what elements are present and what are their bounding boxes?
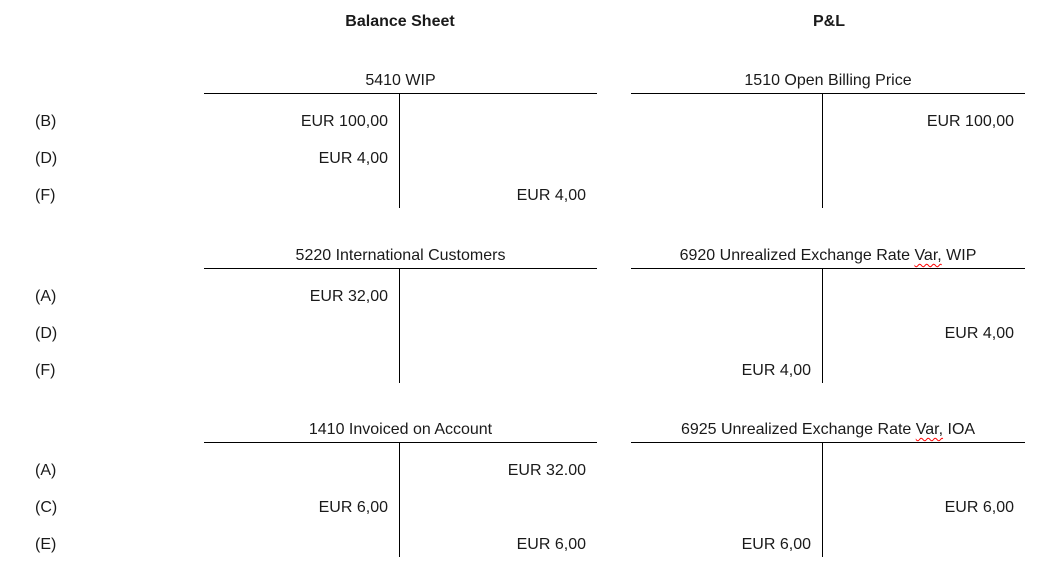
entry-letter: (B)	[35, 113, 57, 130]
credit-amount: EUR 4,00	[944, 325, 1014, 342]
debit-amount	[631, 140, 822, 177]
t-account-6920-unrealized-exchange-rate-var-wip: 6920 Unrealized Exchange Rate Var, WIP E…	[631, 245, 1025, 383]
debit-amount: EUR 4,00	[741, 362, 811, 379]
credit-column: EUR 4,00	[823, 269, 1025, 383]
account-band-2: (A) (D) (F) 5220 International Customers…	[0, 245, 1058, 385]
entry-letter: (E)	[35, 536, 57, 553]
entry-letter: (C)	[35, 499, 58, 516]
entry-letter: (A)	[35, 288, 57, 305]
account-title-misspelled: Var,	[914, 247, 942, 264]
credit-column: EUR 32.00 EUR 6,00	[400, 443, 597, 557]
credit-column: EUR 100,00	[823, 94, 1025, 208]
account-title-text: 5410 WIP	[365, 72, 436, 89]
account-title: 1510 Open Billing Price	[631, 70, 1025, 94]
debit-amount	[631, 489, 822, 526]
t-account-5410-wip: 5410 WIP EUR 100,00 EUR 4,00 EUR 4,00	[204, 70, 597, 208]
credit-column: EUR 4,00	[400, 94, 597, 208]
debit-column: EUR 6,00	[204, 443, 400, 557]
debit-amount	[631, 278, 822, 315]
debit-column: EUR 32,00	[204, 269, 400, 383]
account-title-misspelled: Var,	[915, 421, 944, 438]
credit-amount	[823, 452, 1025, 489]
debit-amount	[204, 452, 399, 489]
debit-column: EUR 6,00	[631, 443, 823, 557]
account-title: 5220 International Customers	[204, 245, 597, 269]
account-title: 6925 Unrealized Exchange Rate Var, IOA	[631, 419, 1025, 443]
credit-column: EUR 6,00	[823, 443, 1025, 557]
debit-amount	[204, 315, 399, 352]
credit-amount	[400, 103, 597, 140]
account-title-text: 1510 Open Billing Price	[744, 72, 912, 89]
balance-sheet-header: Balance Sheet	[345, 13, 455, 30]
credit-amount	[823, 526, 1025, 563]
t-account-body: EUR 100,00	[631, 94, 1025, 208]
debit-column	[631, 94, 823, 208]
entry-letter: (F)	[35, 362, 56, 379]
debit-amount: EUR 6,00	[318, 499, 388, 516]
entry-letter-column: (A) (D) (F)	[35, 278, 57, 389]
debit-amount: EUR 100,00	[300, 113, 388, 130]
entry-letter: (A)	[35, 462, 57, 479]
account-title-text: WIP	[941, 247, 977, 264]
entry-letter-column: (B) (D) (F)	[35, 103, 57, 214]
debit-amount	[631, 452, 822, 489]
account-title: 6920 Unrealized Exchange Rate Var, WIP	[631, 245, 1025, 269]
t-account-5220-international-customers: 5220 International Customers EUR 32,00	[204, 245, 597, 383]
t-account-body: EUR 100,00 EUR 4,00 EUR 4,00	[204, 94, 597, 208]
entry-letter: (D)	[35, 150, 58, 167]
t-account-body: EUR 6,00 EUR 6,00	[631, 443, 1025, 557]
debit-amount	[204, 526, 399, 563]
debit-amount: EUR 6,00	[741, 536, 811, 553]
entry-letter: (F)	[35, 187, 56, 204]
t-account-1510-open-billing-price: 1510 Open Billing Price EUR 100,00	[631, 70, 1025, 208]
t-account-body: EUR 32,00	[204, 269, 597, 383]
credit-amount	[823, 177, 1025, 214]
account-title-text: 1410 Invoiced on Account	[308, 421, 493, 438]
credit-amount	[823, 278, 1025, 315]
debit-amount: EUR 32,00	[309, 288, 388, 305]
account-band-1: (B) (D) (F) 5410 WIP EUR 100,00 EUR 4,00…	[0, 70, 1058, 210]
account-title-text: 5220 International Customers	[295, 247, 506, 264]
pl-header: P&L	[813, 13, 845, 30]
debit-column: EUR 100,00 EUR 4,00	[204, 94, 400, 208]
t-account-body: EUR 6,00 EUR 32.00 EUR 6,00	[204, 443, 597, 557]
credit-amount	[400, 140, 597, 177]
debit-amount	[631, 103, 822, 140]
account-title-text: IOA	[943, 421, 976, 438]
debit-amount	[204, 177, 399, 214]
account-title-text: 6925 Unrealized Exchange Rate	[680, 421, 916, 438]
account-title-text: 6920 Unrealized Exchange Rate	[679, 247, 915, 264]
debit-amount	[631, 177, 822, 214]
entry-letter-column: (A) (C) (E)	[35, 452, 57, 563]
credit-amount: EUR 6,00	[516, 536, 586, 553]
credit-amount	[400, 278, 597, 315]
credit-amount	[400, 315, 597, 352]
debit-column: EUR 4,00	[631, 269, 823, 383]
t-account-1410-invoiced-on-account: 1410 Invoiced on Account EUR 6,00 EUR 32…	[204, 419, 597, 557]
debit-amount: EUR 4,00	[318, 150, 388, 167]
credit-amount	[400, 489, 597, 526]
credit-amount: EUR 100,00	[926, 113, 1014, 130]
account-title: 1410 Invoiced on Account	[204, 419, 597, 443]
debit-amount	[204, 352, 399, 389]
debit-amount	[631, 315, 822, 352]
credit-amount: EUR 32.00	[507, 462, 586, 479]
account-band-3: (A) (C) (E) 1410 Invoiced on Account EUR…	[0, 419, 1058, 559]
credit-column	[400, 269, 597, 383]
credit-amount	[400, 352, 597, 389]
credit-amount: EUR 6,00	[944, 499, 1014, 516]
t-account-body: EUR 4,00 EUR 4,00	[631, 269, 1025, 383]
entry-letter: (D)	[35, 325, 58, 342]
credit-amount	[823, 140, 1025, 177]
credit-amount: EUR 4,00	[516, 187, 586, 204]
credit-amount	[823, 352, 1025, 389]
t-account-6925-unrealized-exchange-rate-var-ioa: 6925 Unrealized Exchange Rate Var, IOA E…	[631, 419, 1025, 557]
account-title: 5410 WIP	[204, 70, 597, 94]
